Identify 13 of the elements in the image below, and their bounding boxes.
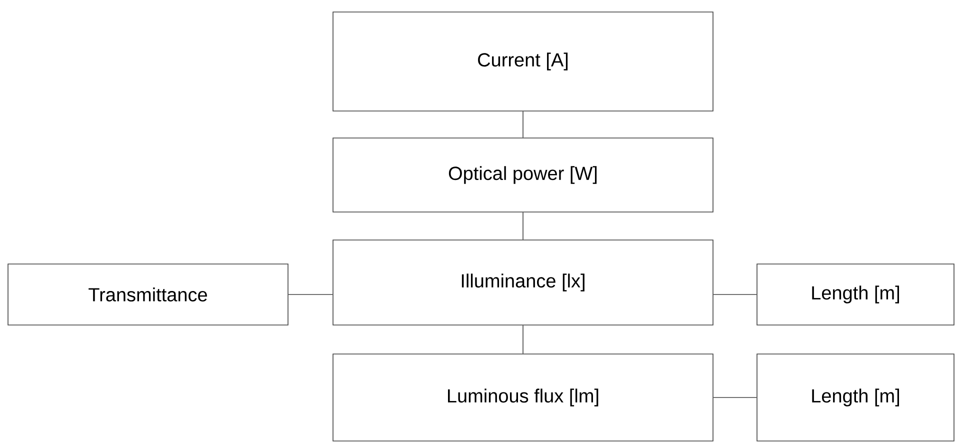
process-box: Transmittance bbox=[8, 264, 288, 326]
connector-line bbox=[522, 111, 524, 138]
process-box: Length [m] bbox=[756, 264, 954, 326]
process-box: Illuminance [lx] bbox=[332, 240, 714, 326]
process-box: Current [A] bbox=[332, 12, 714, 112]
connector-line bbox=[522, 325, 524, 354]
process-box: Luminous flux [lm] bbox=[332, 354, 714, 442]
process-box: Length [m] bbox=[756, 354, 954, 442]
connector-line bbox=[713, 294, 757, 295]
process-box: Optical power [W] bbox=[332, 138, 714, 212]
connector-line bbox=[522, 212, 524, 240]
connector-line bbox=[713, 397, 757, 398]
connector-line bbox=[288, 294, 333, 295]
